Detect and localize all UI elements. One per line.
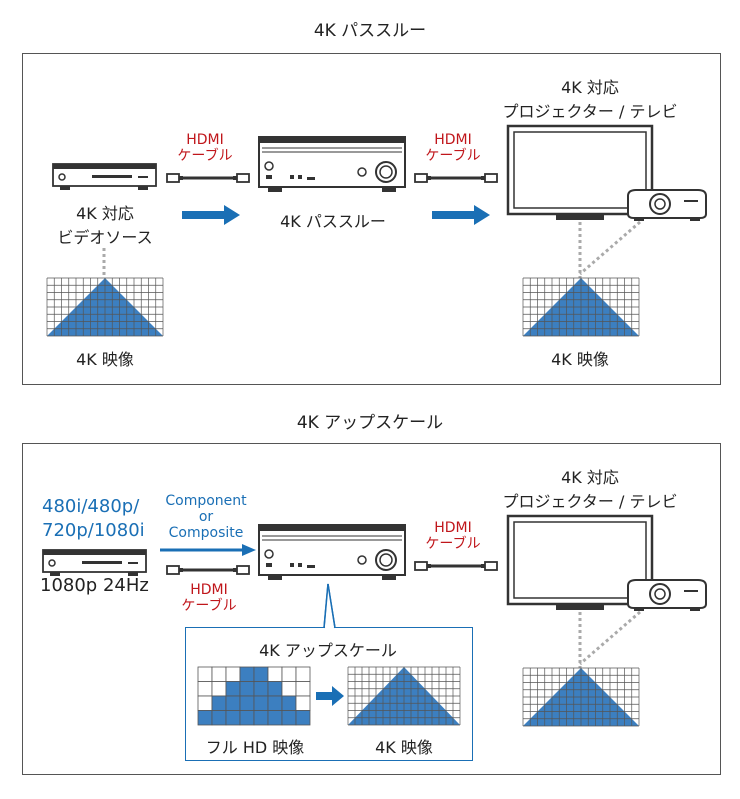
callout-pointer-fill — [323, 583, 336, 629]
source-label-line2: ビデオソース — [57, 228, 153, 247]
fullhd-image — [197, 666, 311, 726]
source-image-label: 4K 映像 — [76, 350, 134, 369]
projection-dotted-lines — [578, 220, 641, 278]
upscale-arrow-icon — [316, 686, 344, 706]
k4-image — [347, 666, 461, 726]
hdmi-cable-icon — [414, 173, 498, 183]
display-4k-image — [522, 277, 640, 337]
passthrough-title: 4K パススルー — [313, 21, 427, 41]
fullhd-label: フル HD 映像 — [205, 738, 305, 757]
tv-icon — [506, 514, 654, 610]
display-label-line2: プロジェクター / テレビ — [502, 102, 678, 121]
component-arrow-icon — [160, 544, 256, 556]
upscale-title: 4K アップスケール — [296, 413, 444, 433]
projector-icon — [627, 189, 707, 221]
display-image-label: 4K 映像 — [551, 350, 609, 369]
hdmi-cable-icon — [166, 565, 250, 575]
source-res-line3: 1080p 24Hz — [40, 575, 149, 596]
av-receiver-icon — [258, 136, 406, 192]
source-res-line2: 720p/1080i — [42, 520, 145, 541]
k4-label: 4K 映像 — [375, 738, 433, 757]
bluray-player-icon — [42, 549, 147, 576]
projector-icon — [627, 579, 707, 611]
bluray-player-icon — [52, 163, 157, 190]
source-4k-image — [46, 277, 164, 337]
hdmi-cable-icon — [166, 173, 250, 183]
source-label-line1: 4K 対応 — [76, 204, 134, 223]
projection-dotted-lines — [578, 610, 641, 668]
signal-arrow-icon — [432, 205, 490, 225]
display-label-line2: プロジェクター / テレビ — [502, 492, 678, 511]
display-4k-image — [522, 667, 640, 727]
display-label-line1: 4K 対応 — [561, 468, 619, 487]
source-res-line1: 480i/480p/ — [42, 496, 140, 517]
signal-arrow-icon — [182, 205, 240, 225]
receiver-label: 4K パススルー — [280, 212, 386, 231]
upscale-detail-title: 4K アップスケール — [259, 641, 397, 660]
dotted-connector — [102, 248, 106, 278]
display-label-line1: 4K 対応 — [561, 78, 619, 97]
av-receiver-icon — [258, 524, 406, 580]
hdmi-cable-icon — [414, 561, 498, 571]
